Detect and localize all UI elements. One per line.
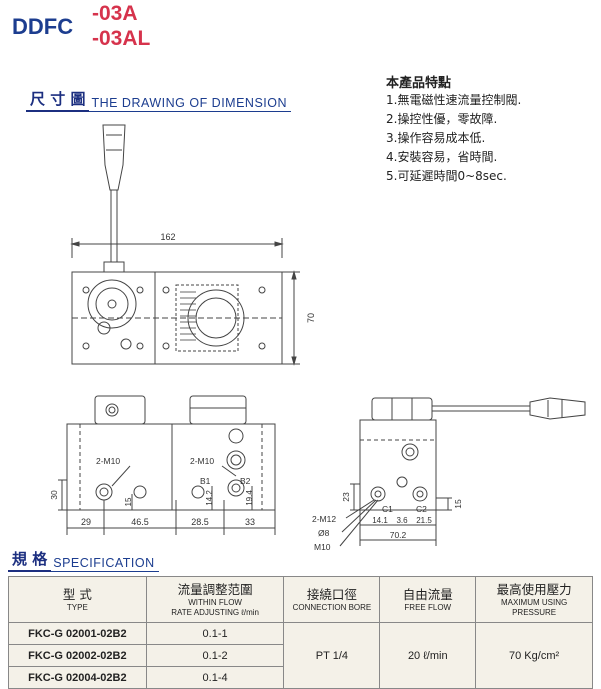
feature-item: 5.可延遲時間0~8sec. (386, 169, 507, 183)
model-name: DDFC (12, 14, 74, 39)
range-cell: 0.1-2 (145, 644, 285, 667)
dim-70: 70 (306, 313, 316, 323)
pressure-cell: 70 Kg/cm² (475, 622, 593, 689)
dim-15-side: 15 (453, 499, 463, 509)
spec-table: 型 式 TYPE 流量調整范圍 WITHIN FLOW RATE ADJUSTI… (8, 576, 593, 689)
model-suffix-2: -03AL (92, 27, 151, 50)
dim-3-6: 3.6 (396, 516, 408, 525)
feature-item: 3.操作容易成本低. (386, 131, 486, 145)
label-2m12: 2-M12 (312, 514, 336, 524)
header-pressure: 最高使用壓力 MAXIMUM USING PRESSURE (475, 576, 593, 623)
label-c2: C2 (416, 504, 427, 514)
header-free-flow-en: FREE FLOW (404, 602, 452, 612)
feature-item: 1.無電磁性速流量控制閥. (386, 93, 522, 107)
table-row: FKC-G 02002-02B2 0.1-2 (8, 644, 593, 667)
type-cell: FKC-G 02004-02B2 (8, 666, 147, 689)
header-bore-cn: 接繞口徑 (306, 586, 357, 602)
drawing-section-header: 尺 寸 圖 THE DRAWING OF DIMENSION (26, 88, 292, 112)
header-bore: 接繞口徑 CONNECTION BORE (283, 576, 381, 623)
technical-drawing: 162 70 2-M10 2-M10 B1 B2 30 15 14.2 19.4… (49, 124, 586, 552)
free-flow-cell: 20 ℓ/min (379, 622, 477, 689)
label-b2: B2 (240, 476, 251, 486)
model-suffix-1: -03A (92, 2, 138, 25)
model-title: DDFC (12, 14, 73, 40)
dim-29: 29 (81, 517, 91, 527)
header-pressure-cn: 最高使用壓力 (496, 581, 572, 597)
header-type: 型 式 TYPE (8, 576, 147, 623)
dim-23: 23 (341, 492, 351, 502)
type-cell: FKC-G 02002-02B2 (8, 644, 147, 667)
dim-70-2: 70.2 (390, 530, 407, 540)
table-row: FKC-G 02001-02B2 0.1-1 PT 1/4 20 ℓ/min 7… (8, 622, 593, 689)
spec-section-cn: 規 格 (8, 548, 52, 572)
dim-30: 30 (49, 490, 59, 500)
dim-14-1: 14.1 (372, 516, 388, 525)
drawing-section-cn: 尺 寸 圖 (26, 88, 90, 112)
header-flow-en: WITHIN FLOW (188, 597, 242, 607)
dim-14-2: 14.2 (205, 490, 214, 506)
dim-2m10-right: 2-M10 (190, 456, 214, 466)
dim-162: 162 (160, 232, 175, 242)
header-free-flow: 自由流量 FREE FLOW (379, 576, 477, 623)
label-c1: C1 (382, 504, 393, 514)
bore-cell: PT 1/4 (283, 622, 381, 689)
header-free-flow-cn: 自由流量 (402, 586, 453, 602)
header-bore-en: CONNECTION BORE (292, 602, 372, 612)
range-cell: 0.1-1 (145, 622, 285, 645)
header-type-cn: 型 式 (62, 586, 92, 602)
label-phi8: Ø8 (318, 528, 330, 538)
dim-15-front: 15 (124, 497, 133, 506)
header-type-en: TYPE (66, 602, 88, 612)
dim-33: 33 (245, 517, 255, 527)
dim-19-4: 19.4 (245, 490, 254, 506)
dim-46-5: 46.5 (131, 517, 149, 527)
header-flow-cn: 流量調整范圍 (177, 581, 253, 597)
spec-section-en: SPECIFICATION (51, 556, 159, 572)
dim-2m10-left: 2-M10 (96, 456, 120, 466)
drawing-section-en: THE DRAWING OF DIMENSION (89, 96, 292, 112)
label-m10: M10 (314, 542, 331, 552)
header-flow-en2: RATE ADJUSTING ℓ/min (171, 607, 259, 617)
spec-section-header: 規 格 SPECIFICATION (8, 548, 159, 572)
features-title: 本產品特點 (386, 76, 452, 91)
dim-21-5: 21.5 (416, 516, 432, 525)
label-b1: B1 (200, 476, 211, 486)
range-cell: 0.1-4 (145, 666, 285, 689)
header-pressure-en2: PRESSURE (512, 607, 557, 617)
features-box: 本產品特點 1.無電磁性速流量控制閥. 2.操控性優，零故障. 3.操作容易成本… (386, 72, 586, 186)
dim-28-5: 28.5 (191, 517, 209, 527)
header-pressure-en: MAXIMUM USING (500, 597, 568, 607)
table-row: FKC-G 02004-02B2 0.1-4 (8, 666, 593, 689)
feature-item: 4.安裝容易，省時間. (386, 150, 498, 164)
feature-item: 2.操控性優，零故障. (386, 112, 498, 126)
type-cell: FKC-G 02001-02B2 (8, 622, 147, 645)
header-flow-range: 流量調整范圍 WITHIN FLOW RATE ADJUSTING ℓ/min (145, 576, 285, 623)
table-header-row: 型 式 TYPE 流量調整范圍 WITHIN FLOW RATE ADJUSTI… (8, 576, 593, 623)
